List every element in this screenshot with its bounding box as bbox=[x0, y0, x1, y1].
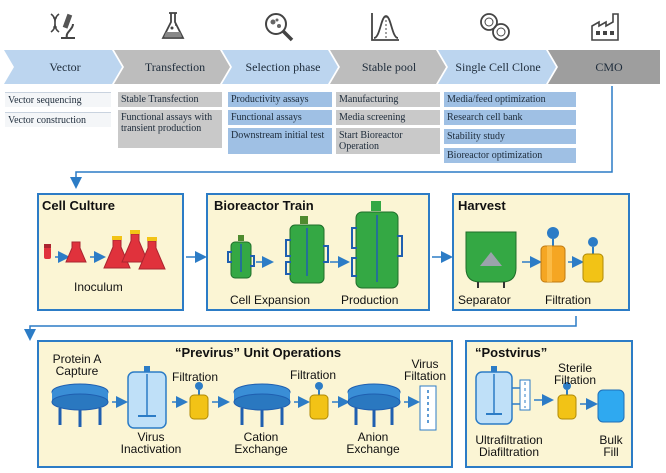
cell-expansion-label: Cell Expansion bbox=[230, 293, 311, 307]
pool-task: Start Bioreactor Operation bbox=[336, 128, 440, 154]
clone-task: Stability study bbox=[444, 129, 576, 144]
stage-transfection: Transfection bbox=[144, 59, 206, 74]
selection-task: Functional assays bbox=[228, 110, 332, 125]
selection-task: Productivity assays bbox=[228, 92, 332, 107]
vector-task: Vector sequencing bbox=[5, 92, 111, 107]
harvest-title: Harvest bbox=[458, 198, 506, 213]
protein-a-capture-label: Protein A Capture bbox=[52, 352, 102, 378]
clone-task: Research cell bank bbox=[444, 110, 576, 125]
inoculum-label: Inoculum bbox=[74, 280, 123, 294]
curve-graph-icon bbox=[368, 10, 402, 44]
pool-task: Manufacturing bbox=[336, 92, 440, 107]
virus-inactivation-label: Virus Inactivation bbox=[120, 430, 182, 456]
production-label: Production bbox=[341, 293, 399, 307]
filtration-1-label: Filtration bbox=[172, 370, 219, 384]
ultrafiltration-diafiltration-label: Ultrafiltration Diafiltration bbox=[475, 433, 543, 459]
cell-culture-title: Cell Culture bbox=[42, 198, 115, 213]
stage-selection-phase: Selection phase bbox=[245, 59, 321, 74]
sterile-filtation-label: Sterile Filtation bbox=[553, 361, 597, 387]
virus-filtation-label: Virus Filtation bbox=[403, 357, 447, 383]
bulk-fill-label: Bulk Fill bbox=[599, 433, 623, 459]
stage-vector: Vector bbox=[49, 59, 81, 74]
cation-exchange-label: Cation Exchange bbox=[234, 430, 288, 456]
filtration-label: Filtration bbox=[545, 293, 592, 307]
cells-icon bbox=[478, 10, 512, 44]
selection-task: Downstream initial test bbox=[228, 128, 332, 154]
pool-task: Media screening bbox=[336, 110, 440, 125]
anion-exchange-label: Anion Exchange bbox=[346, 430, 400, 456]
stage-stable-pool: Stable pool bbox=[361, 59, 417, 74]
postvirus-title: “Postvirus” bbox=[475, 345, 548, 360]
bioreactor-train-title: Bioreactor Train bbox=[214, 198, 314, 213]
previrus-title: “Previrus” Unit Operations bbox=[175, 345, 342, 360]
transfection-task: Stable Transfection bbox=[118, 92, 222, 107]
filtration-2-label: Filtration bbox=[290, 368, 337, 382]
separator-label: Separator bbox=[458, 293, 511, 307]
dna-microscope-icon bbox=[45, 10, 79, 44]
flask-icon bbox=[156, 10, 190, 44]
vector-task: Vector construction bbox=[5, 112, 111, 127]
clone-task: Bioreactor optimization bbox=[444, 148, 576, 163]
transfection-task: Functional assays with transient product… bbox=[118, 110, 222, 148]
stage-cmo: CMO bbox=[595, 59, 623, 74]
magnifier-icon bbox=[262, 10, 296, 44]
clone-task: Media/feed optimization bbox=[444, 92, 576, 107]
factory-icon bbox=[589, 10, 623, 44]
stage-single-cell-clone: Single Cell Clone bbox=[455, 59, 541, 74]
